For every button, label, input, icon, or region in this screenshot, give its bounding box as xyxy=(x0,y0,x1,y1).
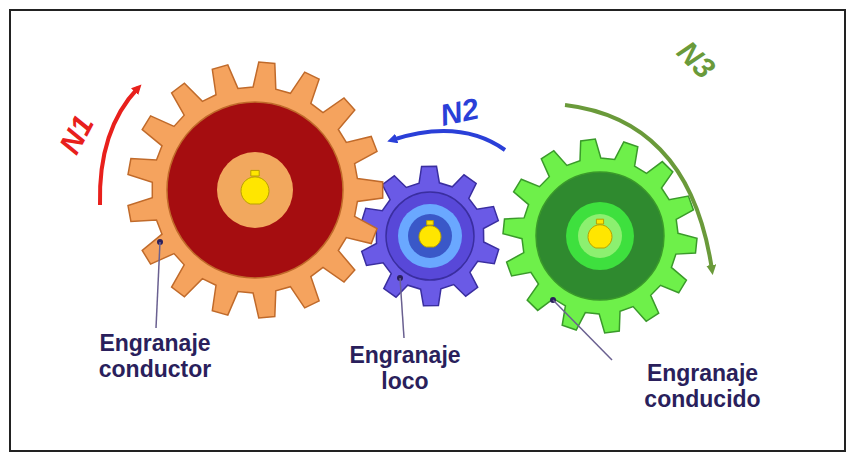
part-label: Engranaje loco xyxy=(330,342,480,395)
rotation-arrow xyxy=(392,131,505,150)
part-label: Engranaje conductor xyxy=(55,330,255,383)
gears xyxy=(128,62,697,333)
gear-teeth xyxy=(128,62,383,318)
shaft-key xyxy=(419,221,441,247)
gear-part xyxy=(536,172,664,300)
gear-part xyxy=(217,152,293,228)
gear-part xyxy=(408,214,452,258)
leader-line xyxy=(400,278,404,338)
rotation-arrow xyxy=(565,105,712,270)
frame xyxy=(10,10,845,451)
gear-part xyxy=(566,202,634,270)
gear-part xyxy=(167,102,343,278)
gear-teeth xyxy=(503,139,697,333)
shaft-key xyxy=(241,170,269,204)
shaft-key xyxy=(588,219,612,248)
rotation-arrow xyxy=(100,88,138,205)
gear-part xyxy=(398,204,462,268)
leader-line xyxy=(553,300,612,360)
part-label: Engranaje conducido xyxy=(595,360,810,413)
gear-part xyxy=(386,192,474,280)
gear-part xyxy=(578,214,622,258)
leader-line xyxy=(156,242,160,328)
